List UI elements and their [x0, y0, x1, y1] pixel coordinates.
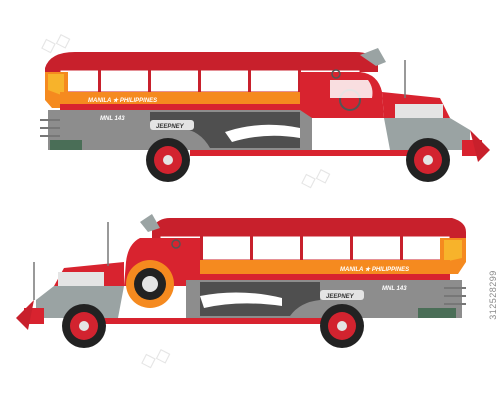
window-band [159, 235, 451, 261]
rear-bumper [40, 119, 60, 137]
front-grill [58, 272, 104, 288]
emblem-box [320, 290, 364, 300]
banner-text: MANILA ★ PHILIPPINES [88, 97, 157, 104]
roof [45, 52, 378, 72]
jeepney-bottom: MANILA ★ PHILIPPINES MNL 143 JEEPNEY [16, 214, 466, 348]
rear-step [418, 308, 456, 318]
rear-step [50, 140, 82, 150]
window-pillars [200, 236, 403, 262]
running-board [190, 150, 410, 156]
window-pillars [98, 70, 301, 94]
rear-panel-yellow [444, 240, 462, 262]
body-stripe-orange [190, 260, 450, 274]
front-flag [16, 300, 34, 330]
stock-id-text: 312528299 [488, 270, 498, 320]
rear-panel-yellow [48, 74, 64, 96]
plate-text: MNL 143 [382, 286, 407, 292]
roof [152, 218, 466, 238]
body-swoosh [225, 124, 300, 142]
body-stripe-red [60, 104, 310, 110]
jeepney-top: MANILA ★ PHILIPPINES MNL 143 JEEPNEY [40, 48, 490, 182]
running-board [96, 318, 326, 324]
wheel-rear [146, 138, 190, 182]
roof-horn [360, 48, 386, 66]
windshield [330, 80, 373, 98]
plate-text: MNL 143 [100, 116, 125, 122]
banner-text: MANILA ★ PHILIPPINES [340, 266, 409, 273]
emblem-box [150, 120, 194, 130]
front-fender [384, 118, 470, 150]
grab-ring [171, 239, 181, 249]
front-flag [470, 130, 490, 162]
wheel-rear [320, 304, 364, 348]
grab-ring [331, 69, 341, 79]
rear-bumper [444, 287, 466, 305]
body-stripe-red [190, 274, 450, 280]
body-swoosh [200, 292, 282, 308]
front-grill [395, 104, 443, 120]
wheel-front [62, 304, 106, 348]
body-stripe-orange [60, 92, 310, 104]
emblem-text: JEEPNEY [156, 124, 185, 130]
front-fender [36, 286, 124, 318]
stock-id-label: 312528299 [486, 240, 500, 350]
emblem-text: JEEPNEY [326, 294, 355, 300]
spare-tire [126, 260, 174, 308]
wheel-front [406, 138, 450, 182]
roof-horn [140, 214, 160, 232]
